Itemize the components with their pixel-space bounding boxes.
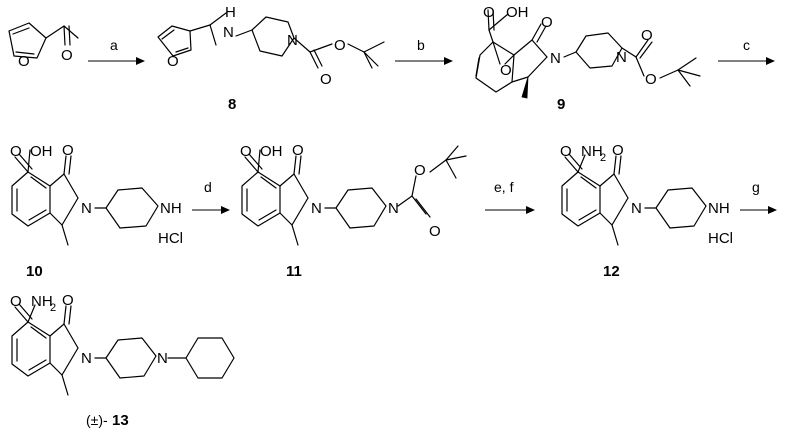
compound-9-acid-oxygen: O: [483, 4, 495, 21]
compound-8-amine-h: H: [225, 4, 236, 21]
compound-label-8: 8: [228, 96, 236, 113]
arrow-step-a-head: [136, 57, 145, 65]
condition-ef: e, f: [494, 179, 514, 195]
compound-12-lactam-oxygen: O: [612, 142, 624, 159]
compound-13-amide-nh: NH: [31, 293, 53, 310]
compound-10-hcl: HCl: [158, 230, 183, 247]
compound-12-structure: [561, 153, 707, 246]
condition-a: a: [110, 37, 118, 53]
acetylfuran-ring-oxygen: O: [18, 53, 30, 70]
compound-12-lactam-n: N: [631, 200, 642, 217]
compound-label-12: 12: [603, 263, 620, 280]
compound-8-amine-n: N: [223, 24, 234, 41]
arrow-step-g-head: [768, 206, 777, 214]
compound-11-lactam-oxygen: O: [292, 142, 304, 159]
compound-13-structure: [11, 303, 235, 396]
acetylfuran-structure: [8, 22, 79, 59]
compound-13-amide-subscript: 2: [50, 302, 56, 314]
arrow-step-ef-head: [526, 206, 535, 214]
compound-12-hcl: HCl: [708, 230, 733, 247]
compound-12-amide-nh: NH: [581, 143, 603, 160]
compound-11-piperidine-n: N: [388, 200, 399, 217]
compound-12-amide-oxygen: O: [560, 143, 572, 160]
compound-label-13-prefix: (±)-: [86, 412, 108, 428]
compound-10-lactam-oxygen: O: [62, 142, 74, 159]
compound-label-11: 11: [286, 263, 302, 280]
condition-g: g: [752, 179, 760, 195]
compound-9-acid-oh: OH: [506, 4, 529, 21]
compound-11-ester-oxygen: O: [414, 162, 426, 179]
condition-d: d: [204, 179, 212, 195]
compound-12-piperidine-nh: NH: [708, 200, 730, 217]
compound-9-ester-oxygen: O: [645, 71, 657, 88]
compound-8-structure: [157, 12, 385, 69]
compound-9-lactam-oxygen: O: [541, 14, 553, 31]
arrow-step-d-head: [221, 206, 230, 214]
compound-9-piperidine-n: N: [616, 49, 627, 66]
compound-9-lactam-n: N: [550, 50, 561, 67]
compound-13-lactam-n: N: [81, 350, 92, 367]
compound-13-piperidine-n: N: [157, 350, 168, 367]
arrow-step-b-head: [444, 57, 453, 65]
condition-c: c: [743, 37, 750, 53]
acetylfuran-carbonyl-oxygen: O: [61, 47, 73, 64]
compound-10-acid-oh: OH: [30, 143, 53, 160]
compound-label-10: 10: [26, 263, 43, 280]
compound-11-acid-oxygen: O: [240, 143, 252, 160]
compound-9-carbonyl-oxygen: O: [641, 27, 653, 44]
compound-10-piperidine-nh: NH: [160, 200, 182, 217]
compound-8-ester-oxygen: O: [334, 37, 346, 54]
compound-11-acid-oh: OH: [260, 143, 283, 160]
condition-b: b: [417, 37, 425, 53]
compound-11-carbonyl-oxygen: O: [429, 223, 441, 240]
compound-8-carbonyl-oxygen: O: [320, 71, 332, 88]
compound-13-amide-oxygen: O: [10, 293, 22, 310]
compound-10-structure: [11, 149, 159, 246]
arrow-step-c-head: [766, 57, 775, 65]
compound-label-13: 13: [112, 412, 129, 429]
compound-13-lactam-oxygen: O: [62, 292, 74, 309]
compound-8-furan-oxygen: O: [167, 53, 179, 70]
compound-10-lactam-n: N: [81, 200, 92, 217]
compound-9-structure: [475, 9, 701, 93]
compound-10-acid-oxygen: O: [10, 143, 22, 160]
compound-label-9: 9: [557, 96, 565, 113]
compound-11-structure: [241, 145, 467, 246]
compound-9-methyl-wedge: [521, 76, 529, 99]
compound-11-lactam-n: N: [311, 200, 322, 217]
compound-8-piperidine-n: N: [287, 32, 298, 49]
compound-9-bridge-oxygen: O: [500, 62, 512, 79]
compound-12-amide-subscript: 2: [600, 152, 606, 164]
